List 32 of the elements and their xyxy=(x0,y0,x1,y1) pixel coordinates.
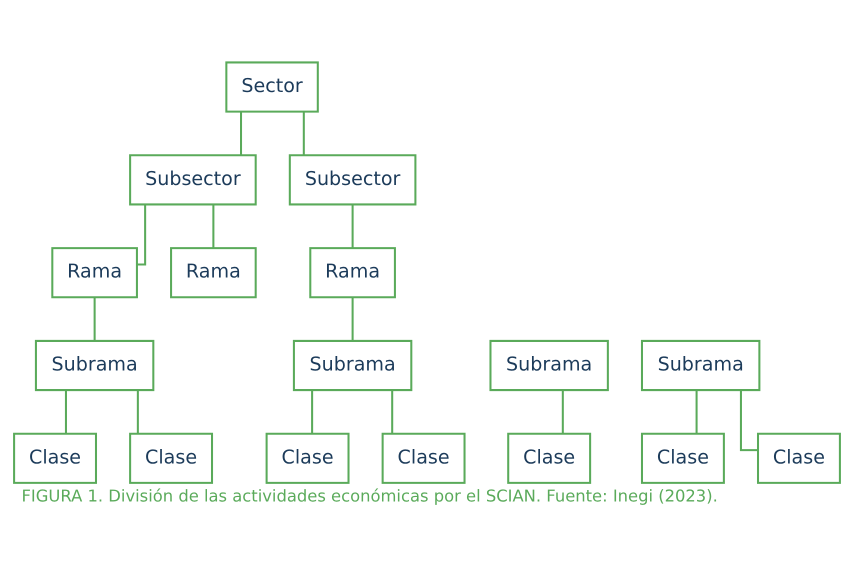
connector xyxy=(137,204,146,266)
connector xyxy=(391,390,394,434)
connector xyxy=(740,390,758,452)
connector xyxy=(352,204,354,248)
node-box: Clase xyxy=(382,432,466,484)
connector xyxy=(64,390,67,434)
node-box: Subrama xyxy=(489,340,609,392)
connector xyxy=(696,390,698,434)
node-box: Clase xyxy=(507,432,592,484)
caption: FIGURA 1. División de las actividades económicas por el SCIAN. Fuente: Inegi (2023). xyxy=(22,486,718,506)
node-box: Subsector xyxy=(288,154,416,206)
connector xyxy=(352,298,354,341)
node-box: Rama xyxy=(51,247,138,298)
node-box: Clase xyxy=(756,432,841,484)
node-box: Clase xyxy=(13,432,98,484)
node-box: Rama xyxy=(170,247,257,298)
connector xyxy=(311,390,314,434)
node-box: Clase xyxy=(640,432,725,484)
node-box: Rama xyxy=(309,247,396,298)
node-box: Subsector xyxy=(129,154,257,206)
connector xyxy=(94,298,96,341)
node-box: Subrama xyxy=(34,340,154,392)
node-box: Subrama xyxy=(640,340,760,392)
connector xyxy=(212,204,214,248)
connector xyxy=(302,112,305,155)
node-box: Subrama xyxy=(292,340,412,392)
node-box: Clase xyxy=(266,432,350,484)
node-box: Sector xyxy=(225,61,319,113)
node-box: Clase xyxy=(129,432,214,484)
connector xyxy=(136,390,139,434)
connector xyxy=(240,112,242,155)
connector xyxy=(562,390,564,434)
